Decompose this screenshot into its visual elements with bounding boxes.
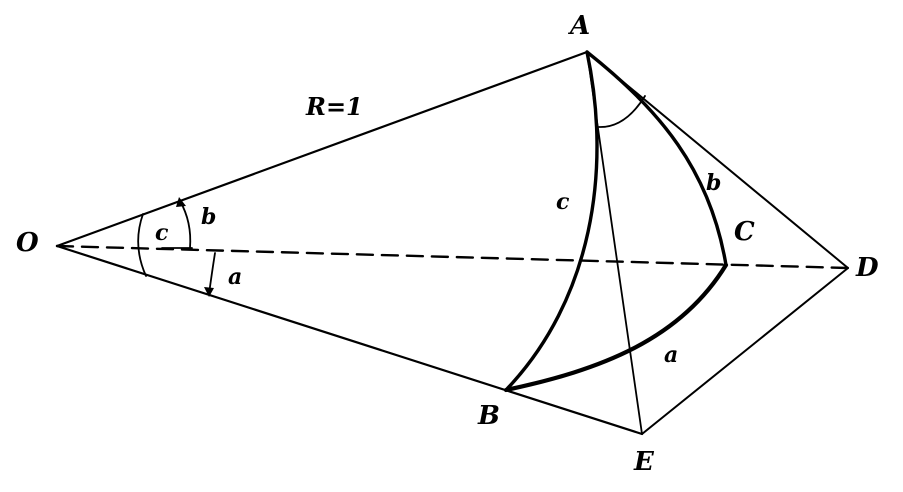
- arc-a-BC: [503, 262, 729, 393]
- angle-arrow-a: [204, 287, 214, 297]
- angle-label-c: c: [155, 220, 169, 246]
- point-label-C: C: [734, 217, 755, 247]
- edge-DE: [641, 267, 849, 435]
- arc-label-c: c: [556, 189, 570, 215]
- point-label-A: A: [567, 11, 590, 41]
- arc-label-b: b: [706, 170, 721, 196]
- edge-OD-dashed: [55, 244, 850, 270]
- edge-OE: [55, 244, 644, 436]
- point-label-D: D: [855, 253, 879, 283]
- angle-arrow-b: [176, 197, 186, 207]
- radius-label: R=1: [305, 92, 363, 121]
- point-label-B: B: [477, 401, 500, 431]
- arc-b-AC: [585, 50, 728, 267]
- angle-arc-b-at-O: [179, 200, 192, 249]
- point-label-E: E: [633, 447, 655, 477]
- angle-arc-A: [598, 95, 646, 128]
- angle-arc-c-at-O: [137, 213, 147, 277]
- edge-OA: [55, 50, 589, 248]
- point-label-O: O: [16, 228, 39, 258]
- arc-label-a: a: [664, 342, 678, 368]
- angle-label-a: a: [228, 264, 242, 290]
- arc-c-AB: [504, 50, 599, 392]
- angle-label-b: b: [201, 204, 216, 230]
